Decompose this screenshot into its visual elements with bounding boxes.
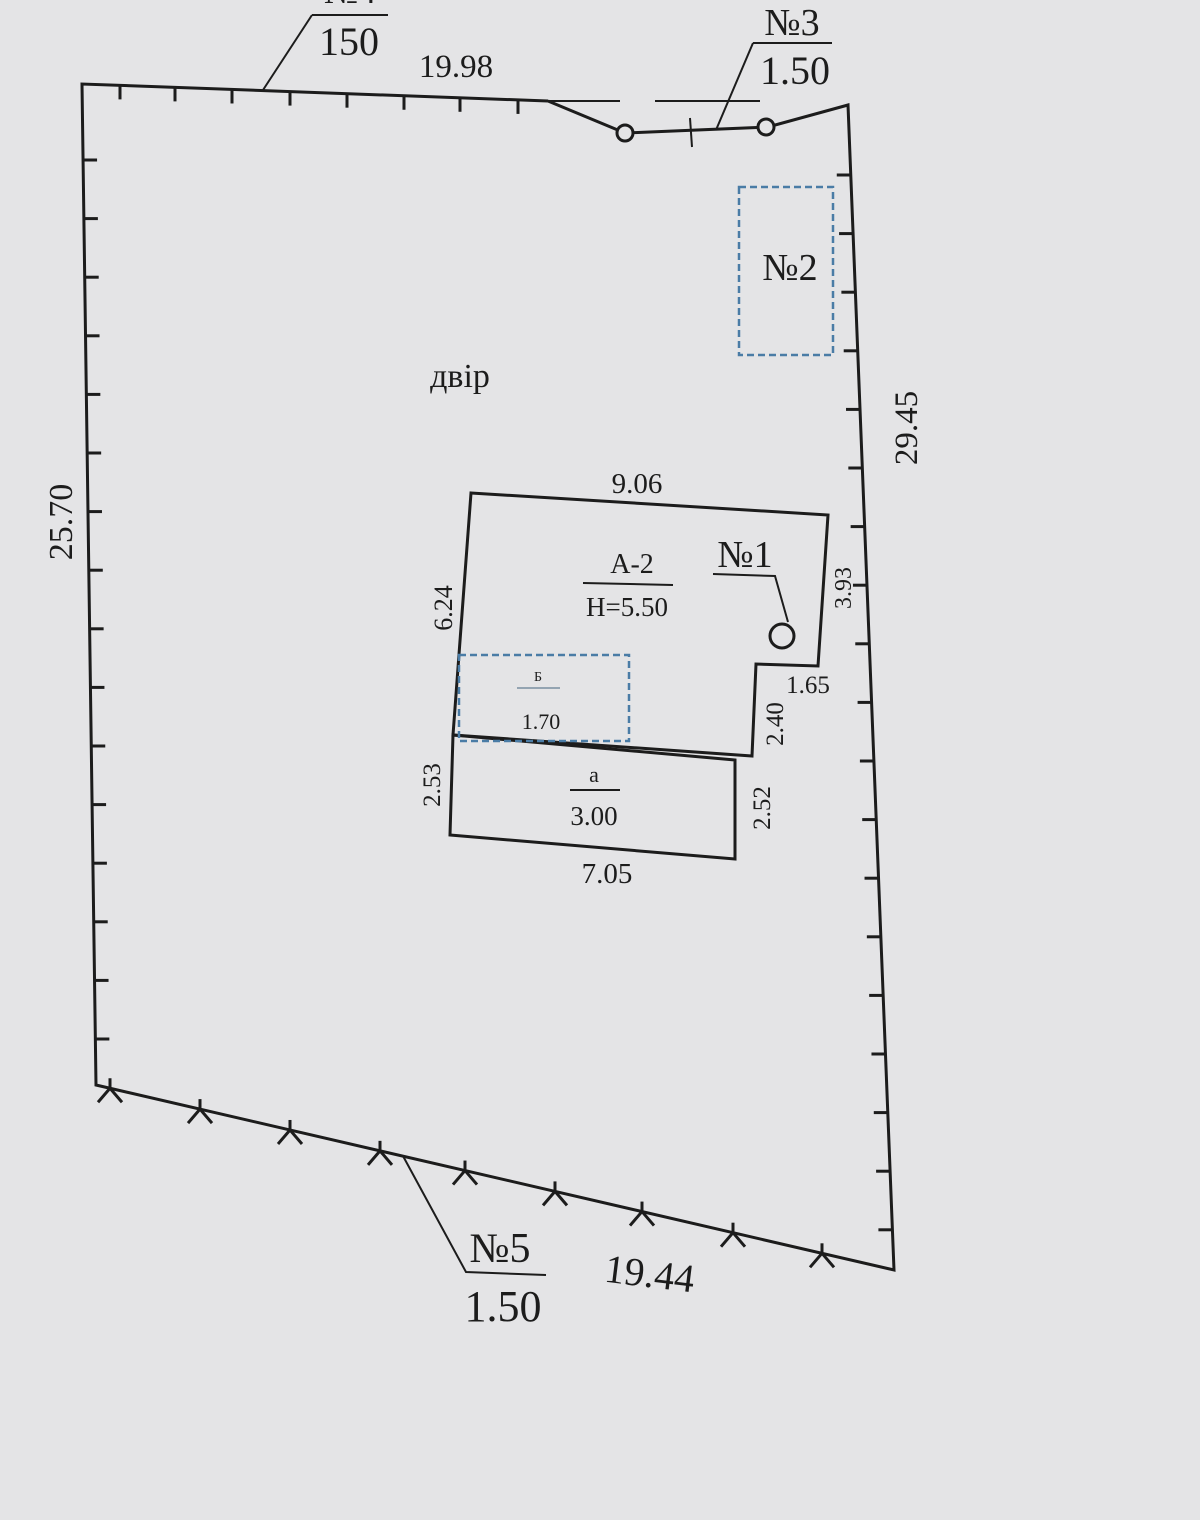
fence-mark	[366, 1149, 382, 1166]
callout-4-number: №4	[324, 0, 376, 11]
callout-3-leader	[715, 42, 754, 131]
fence-mark	[820, 1252, 836, 1269]
gate-post-icon	[756, 117, 776, 137]
fence-mark	[108, 1087, 124, 1104]
dim-notch-vertical: 2.40	[762, 702, 789, 746]
dim-extension-right: 2.52	[749, 786, 776, 830]
dim-lot-top: 19.98	[419, 49, 493, 85]
fence-ticks-left	[83, 158, 110, 1041]
fence-mark	[640, 1210, 656, 1227]
gate-post-icon	[615, 123, 635, 143]
dim-lot-right: 29.45	[889, 391, 925, 465]
fence-mark	[378, 1149, 394, 1166]
fence-mark	[96, 1087, 112, 1104]
fence-mark	[276, 1128, 292, 1145]
dim-building-top: 9.06	[612, 468, 663, 500]
dim-extension-left: 2.53	[419, 763, 446, 807]
fence-mark	[808, 1252, 824, 1269]
fence-mark	[719, 1231, 735, 1248]
gate-line	[547, 99, 769, 135]
fence-ticks-top	[118, 85, 520, 114]
dim-notch-step: 1.65	[786, 672, 830, 699]
well-icon	[768, 622, 796, 650]
dim-building-right-upper: 3.93	[831, 567, 857, 609]
gate-tick	[689, 117, 693, 148]
fence-ticks-bottom	[96, 1078, 836, 1269]
extension-label: а	[589, 762, 599, 787]
fence-mark	[731, 1231, 747, 1248]
callout-4-value: 150	[319, 19, 379, 64]
fence-mark	[186, 1108, 202, 1125]
yard-label: двір	[430, 358, 490, 395]
building-fraction-line	[582, 582, 674, 586]
extension-height-label: 3.00	[570, 801, 617, 831]
fence-mark	[198, 1108, 214, 1125]
callout-1-leader	[712, 573, 789, 623]
shed-2-outline	[737, 185, 835, 357]
fence-mark	[288, 1128, 304, 1145]
building-extension	[448, 733, 737, 861]
fence-mark	[541, 1190, 557, 1207]
fence-mark	[451, 1169, 467, 1186]
shed-b-outline	[457, 653, 631, 743]
building-height-label: Н=5.50	[586, 592, 668, 622]
dim-lot-bottom: 19.44	[602, 1246, 697, 1302]
fence-mark	[628, 1210, 644, 1227]
callout-3-value: 1.50	[760, 48, 830, 93]
callout-2-label: №2	[762, 247, 817, 289]
callout-5-leader	[402, 1155, 547, 1276]
fence-mark	[553, 1190, 569, 1207]
fence-mark	[463, 1169, 479, 1186]
callout-1-label: №1	[717, 534, 772, 576]
callout-5-number: №5	[469, 1226, 530, 1272]
callout-3-number: №3	[764, 2, 819, 44]
callout-4-leader	[262, 14, 313, 91]
shed-b-label: Б	[534, 670, 542, 685]
dim-extension-bottom: 7.05	[582, 858, 633, 890]
callout-5-value: 1.50	[465, 1282, 542, 1331]
dim-building-left: 6.24	[429, 585, 458, 631]
building-main-label: А-2	[610, 549, 654, 580]
lot-boundary	[80, 82, 896, 1272]
shed-b-height: 1.70	[522, 709, 561, 734]
fence-ticks-right	[836, 173, 893, 1232]
dim-lot-left: 25.70	[43, 484, 80, 561]
